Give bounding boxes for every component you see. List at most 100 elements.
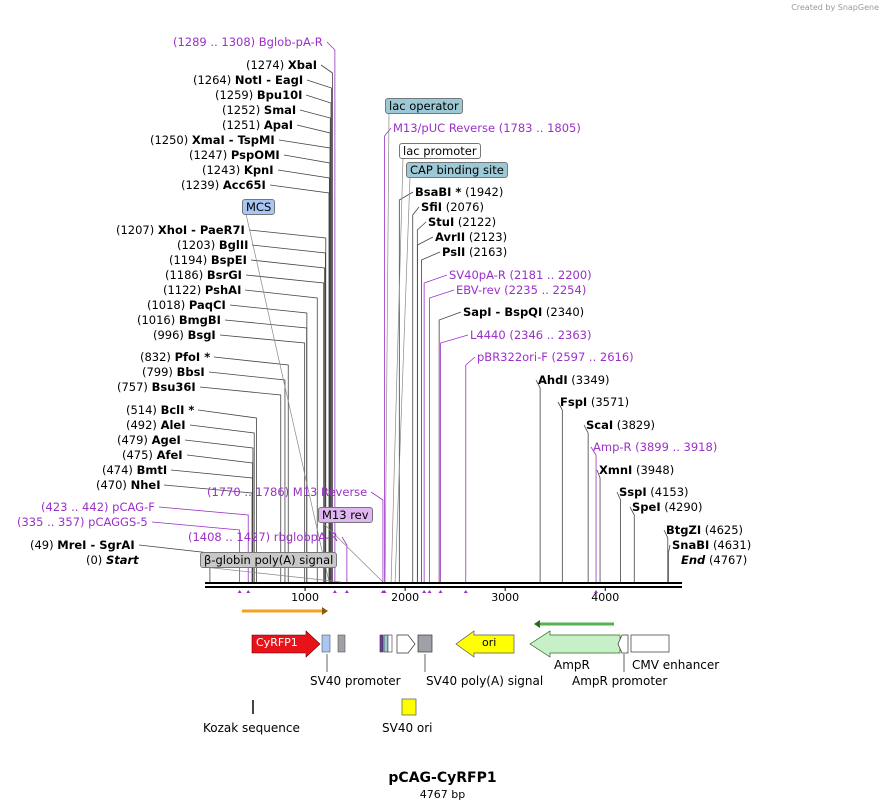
leader-line-sspi (616, 491, 621, 582)
leader-line-bsu36i (199, 386, 282, 582)
site-name: BmgBI (178, 313, 221, 327)
tag-leader (321, 521, 384, 583)
primer-mark (237, 590, 242, 593)
site-position: (2181 .. 2200) (509, 268, 592, 282)
site-position: (475) (122, 448, 153, 462)
site-name: BtgZI (666, 523, 702, 537)
site-position: (3948) (635, 463, 675, 477)
site-label-pcaggs-5: (335 .. 357) pCAGGS-5 (17, 515, 148, 529)
site-label-afei: (475) AfeI (122, 448, 183, 462)
site-name: ApaI (263, 118, 294, 132)
site-label-pshai: (1122) PshAI (163, 283, 241, 297)
site-name: Acc65I (222, 178, 266, 192)
site-name: PfoI * (174, 350, 211, 364)
leader-line-snabi (667, 544, 671, 582)
site-position: (1122) (163, 283, 202, 297)
leader-line-btgzi (663, 529, 669, 582)
site-label-pfoi: (832) PfoI * (140, 350, 210, 364)
site-position: (1783 .. 1805) (498, 121, 581, 135)
site-position: (1289 .. 1308) (173, 35, 256, 49)
feature-label-sv40-promoter: SV40 promoter (310, 674, 401, 688)
site-label-amp-r: Amp-R (3899 .. 3918) (593, 440, 717, 454)
site-name: AfeI (156, 448, 183, 462)
site-position: (2123) (468, 230, 508, 244)
feature-label-kozak-sequence: Kozak sequence (203, 721, 300, 735)
site-position: (3829) (616, 418, 656, 432)
site-position: (474) (102, 463, 133, 477)
leader-line-avrii (417, 236, 434, 582)
leader-line-ahdi (535, 379, 541, 582)
ampr-arrow (529, 630, 621, 658)
site-label-m13-reverse: (1770 .. 1786) M13 Reverse (207, 485, 367, 499)
leader-line-scai (583, 424, 589, 582)
leader-line-agei (184, 439, 254, 582)
leader-line-bsrgi (245, 274, 325, 582)
leader-line-l4440 (440, 334, 469, 582)
site-label-bsabi: BsaBI * (1942) (415, 185, 503, 199)
leader-line-alei (189, 424, 255, 582)
feature-label-sv40-poly-a-signal: SV40 poly(A) signal (426, 674, 544, 688)
leader-line-pfoi (213, 356, 289, 582)
sv40-ori-box (401, 698, 417, 716)
site-label-pbr322ori-f: pBR322ori-F (2597 .. 2616) (477, 350, 634, 364)
site-label-ahdi: AhdI (3349) (538, 373, 610, 387)
plasmid-name: pCAG-CyRFP1 (388, 770, 497, 786)
feature-tag-globin-poly-a-signal: β-globin poly(A) signal (200, 552, 338, 568)
site-name: M13/pUC Reverse (393, 121, 496, 135)
site-label-start: (0) Start (86, 553, 139, 567)
site-position: (799) (142, 365, 173, 379)
site-position: (1247) (189, 148, 228, 162)
site-position: (1264) (193, 73, 232, 87)
tick-label: 4000 (591, 591, 620, 604)
cmv-enhancer-box (630, 634, 670, 653)
leader-line-pbr322ori-f (465, 356, 476, 582)
site-position: (2076) (445, 200, 484, 214)
leader-line-bglob-pa-r (326, 41, 336, 582)
site-position: (3899 .. 3918) (635, 440, 718, 454)
leader-line-pshai (244, 289, 318, 582)
leader-line-sapi-bspqi (438, 311, 462, 582)
site-name: BmtI (136, 463, 168, 477)
site-label-bpu10i: (1259) Bpu10I (215, 88, 302, 102)
site-name: FspI (560, 395, 588, 409)
site-label-bsu36i: (757) Bsu36I (117, 380, 196, 394)
site-position: (479) (117, 433, 148, 447)
primer-mark (382, 590, 387, 593)
site-label-xmni: XmnI (3948) (599, 463, 674, 477)
site-position: (1018) (147, 298, 186, 312)
site-name: BsgI (187, 328, 216, 342)
feature-tag-cap-binding-site: CAP binding site (406, 162, 508, 178)
leader-line-sv40pa-r (423, 274, 448, 582)
site-name: PaqCI (188, 298, 226, 312)
site-name: Bsu36I (151, 380, 196, 394)
site-label-paqci: (1018) PaqCI (147, 298, 226, 312)
site-position: (2163) (468, 245, 508, 259)
site-label-sspi: SspI (4153) (619, 485, 689, 499)
site-label-snabi: SnaBI (4631) (672, 538, 751, 552)
site-name: L4440 (470, 328, 506, 342)
site-position: (2340) (545, 305, 585, 319)
site-name: AleI (160, 418, 186, 432)
site-label-scai: ScaI (3829) (586, 418, 655, 432)
leader-line-bsabi (398, 191, 414, 582)
site-name: EBV-rev (456, 283, 501, 297)
site-position: (1203) (177, 238, 216, 252)
feature-label-ampr: AmpR (554, 658, 590, 672)
tick-label: 3000 (491, 591, 520, 604)
site-position: (4767) (708, 553, 748, 567)
site-name: pCAGGS-5 (88, 515, 148, 529)
leader-line-spei (629, 506, 635, 582)
site-name: SfiI (421, 200, 443, 214)
site-position: (1274) (246, 58, 285, 72)
site-position: (0) (86, 553, 103, 567)
feature-tag-lac-promoter: lac promoter (399, 143, 481, 159)
lac-operator-box (383, 634, 389, 653)
tag-leader (394, 176, 411, 583)
site-position: (1770 .. 1786) (207, 485, 290, 499)
site-position: (514) (126, 403, 157, 417)
feature-tag-lac-operator: lac operator (385, 98, 463, 114)
site-position: (3571) (590, 395, 630, 409)
site-position: (2597 .. 2616) (551, 350, 634, 364)
tick-label: 1000 (291, 591, 320, 604)
site-position: (335 .. 357) (17, 515, 85, 529)
